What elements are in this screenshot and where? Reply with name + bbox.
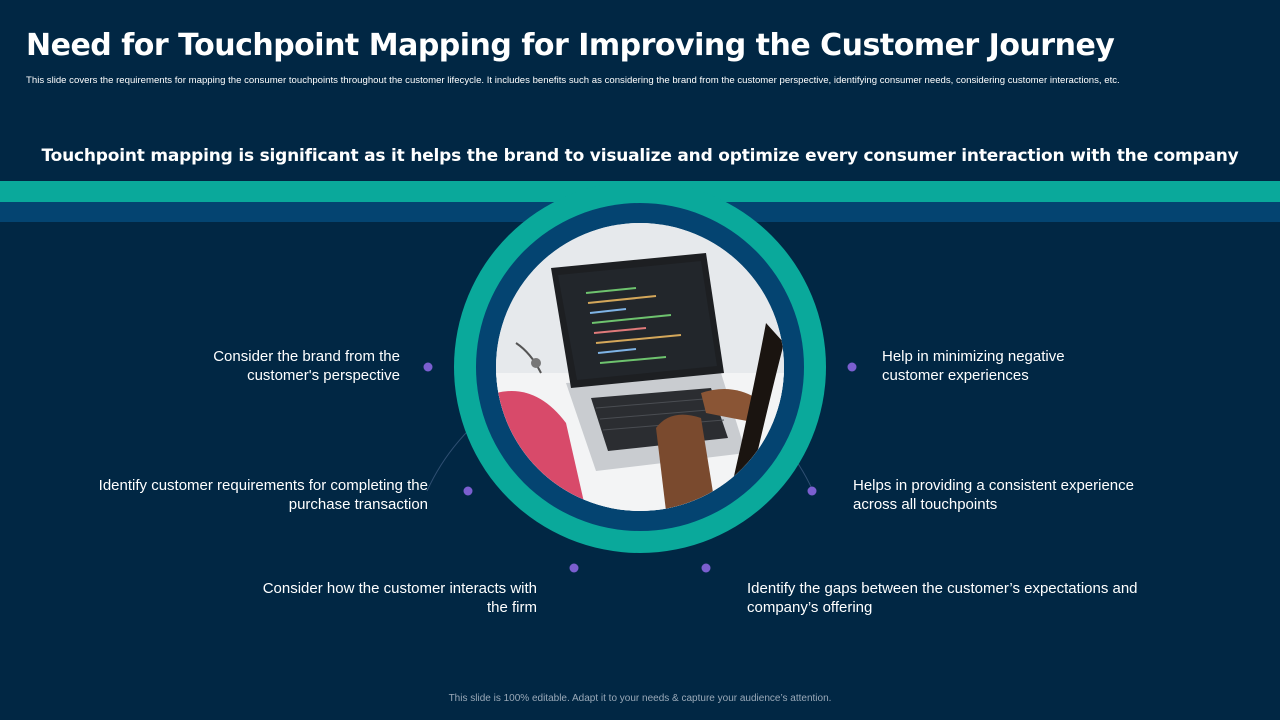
bullet-dot [569,563,579,573]
point-right-3: Identify the gaps between the customer’s… [747,580,1138,616]
point-left-3: Consider how the customer interacts with… [262,580,537,616]
bullet-dot [807,486,817,496]
point-left-1: Consider the brand from the customer's p… [213,348,400,384]
bullet-dot [847,362,857,372]
laptop-illustration [496,223,784,511]
tagline: Touchpoint mapping is significant as it … [41,146,1239,166]
bullet-dot [463,486,473,496]
footer-note: This slide is 100% editable. Adapt it to… [448,693,832,704]
point-right-1: Help in minimizing negative customer exp… [882,348,1065,384]
bullet-dot [423,362,433,372]
bullet-dot [701,563,711,573]
slide-title: Need for Touchpoint Mapping for Improvin… [26,28,1115,63]
slide-subtitle: This slide covers the requirements for m… [26,75,1120,86]
laptop-photo [496,223,784,511]
point-left-2: Identify customer requirements for compl… [98,477,428,513]
point-right-2: Helps in providing a consistent experien… [853,477,1134,513]
